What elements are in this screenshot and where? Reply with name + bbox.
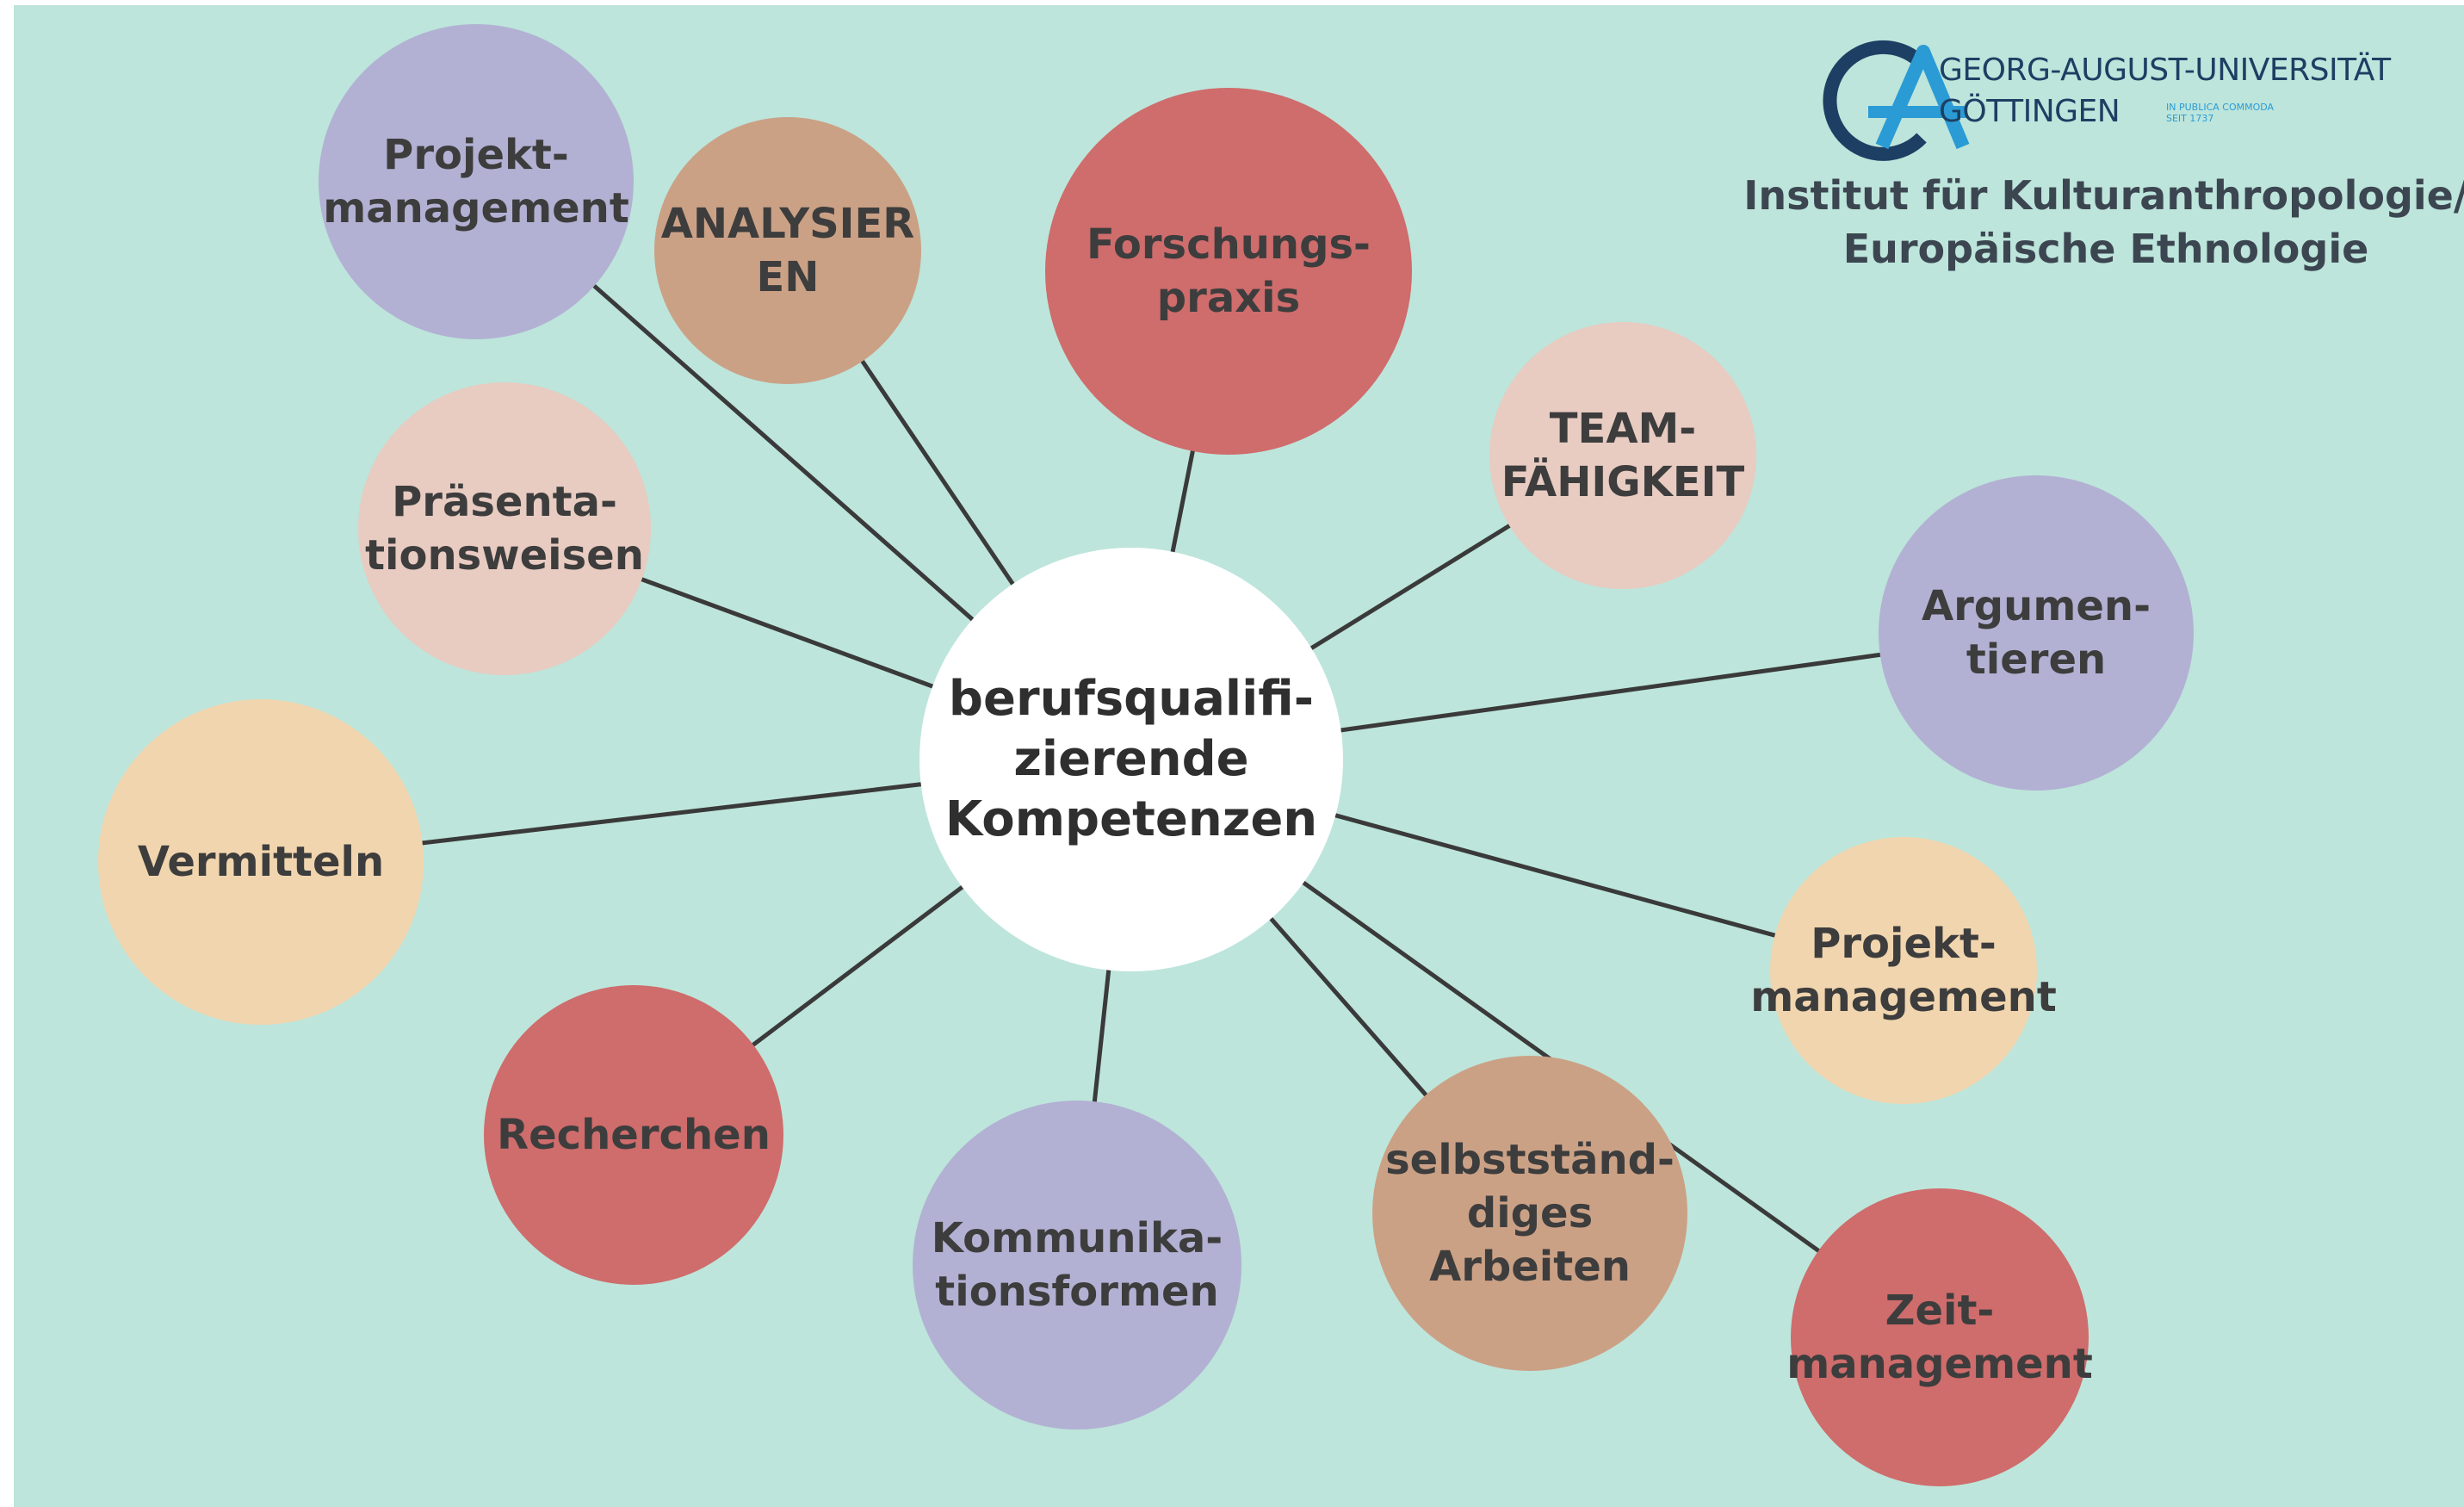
node-teamfaehigkeit: TEAM- FÄHIGKEIT [1489, 322, 1756, 589]
node-label: Projekt- management [323, 131, 629, 233]
node-kommunikationsformen: Kommunika- tionsformen [913, 1101, 1241, 1429]
node-label: Recherchen [497, 1111, 771, 1159]
node-label: Argumen- tieren [1921, 582, 2151, 684]
node-label: ANALYSIER EN [660, 200, 915, 301]
center-node-label: berufsqualifi- zierende Kompetenzen [944, 671, 1318, 847]
node-label: TEAM- FÄHIGKEIT [1501, 405, 1745, 506]
university-motto: IN PUBLICA COMMODA SEIT 1737 [2166, 102, 2275, 124]
node-label: Forschungs- praxis [1087, 220, 1371, 322]
ga-monogram-icon [1823, 40, 1970, 161]
node-zeitmanagement: Zeit- management [1786, 1188, 2093, 1486]
node-recherchen: Recherchen [484, 985, 783, 1285]
center-node: berufsqualifi- zierende Kompetenzen [919, 548, 1343, 971]
node-label: Projekt- management [1750, 920, 2057, 1021]
node-selbststaendiges-arbeiten: selbstständ- diges Arbeiten [1372, 1056, 1687, 1371]
node-forschungspraxis: Forschungs- praxis [1045, 88, 1412, 455]
node-projektmanagement-top: Projekt- management [319, 24, 634, 339]
node-analysieren: ANALYSIER EN [654, 117, 921, 384]
university-name: GEORG-AUGUST-UNIVERSITÄT GÖTTINGEN [1939, 53, 2391, 129]
node-label: Präsenta- tionsweisen [365, 478, 644, 580]
node-praesentationsweisen: Präsenta- tionsweisen [358, 382, 651, 675]
node-vermitteln: Vermitteln [98, 699, 424, 1025]
node-argumentieren: Argumen- tieren [1879, 475, 2194, 791]
node-label: Zeit- management [1786, 1287, 2093, 1388]
diagram-canvas: berufsqualifi- zierende Kompetenzen Proj… [14, 5, 2464, 1507]
node-label: Vermitteln [137, 838, 385, 886]
node-label: Kommunika- tionsformen [931, 1214, 1223, 1316]
node-label: selbstständ- diges Arbeiten [1385, 1136, 1675, 1291]
node-projektmanagement-right: Projekt- management [1750, 837, 2057, 1104]
institute-title: Institut für Kulturanthropologie/ Europä… [1743, 172, 2464, 272]
